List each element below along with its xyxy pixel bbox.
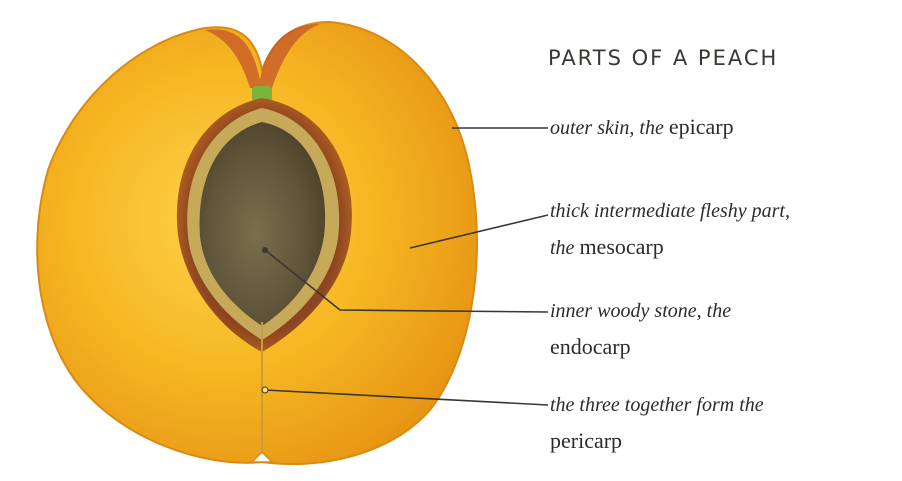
label-mesocarp-term: mesocarp [579, 234, 663, 259]
label-mesocarp-desc: thick intermediate fleshy part, [550, 200, 790, 222]
label-mesocarp-line2: the mesocarp [550, 234, 664, 260]
label-mesocarp-article: the [550, 237, 579, 259]
label-pericarp-line2: pericarp [550, 428, 622, 454]
label-endocarp-line2: endocarp [550, 334, 631, 360]
label-endocarp-desc: inner woody stone, the [550, 300, 731, 322]
label-epicarp-term: epicarp [669, 114, 734, 139]
label-epicarp-italic: outer skin, the [550, 117, 669, 139]
label-epicarp: outer skin, the epicarp [550, 114, 734, 140]
diagram-title: PARTS OF A PEACH [548, 46, 778, 70]
label-endocarp-line1: inner woody stone, the [550, 300, 731, 323]
label-pericarp-term: pericarp [550, 428, 622, 453]
leader-dot-endocarp [262, 247, 268, 253]
leader-dot-pericarp [262, 387, 268, 393]
label-pericarp-desc: the three together form the [550, 394, 764, 416]
label-endocarp-term: endocarp [550, 334, 631, 359]
label-pericarp-line1: the three together form the [550, 394, 764, 417]
label-mesocarp-line1: thick intermediate fleshy part, [550, 200, 790, 223]
